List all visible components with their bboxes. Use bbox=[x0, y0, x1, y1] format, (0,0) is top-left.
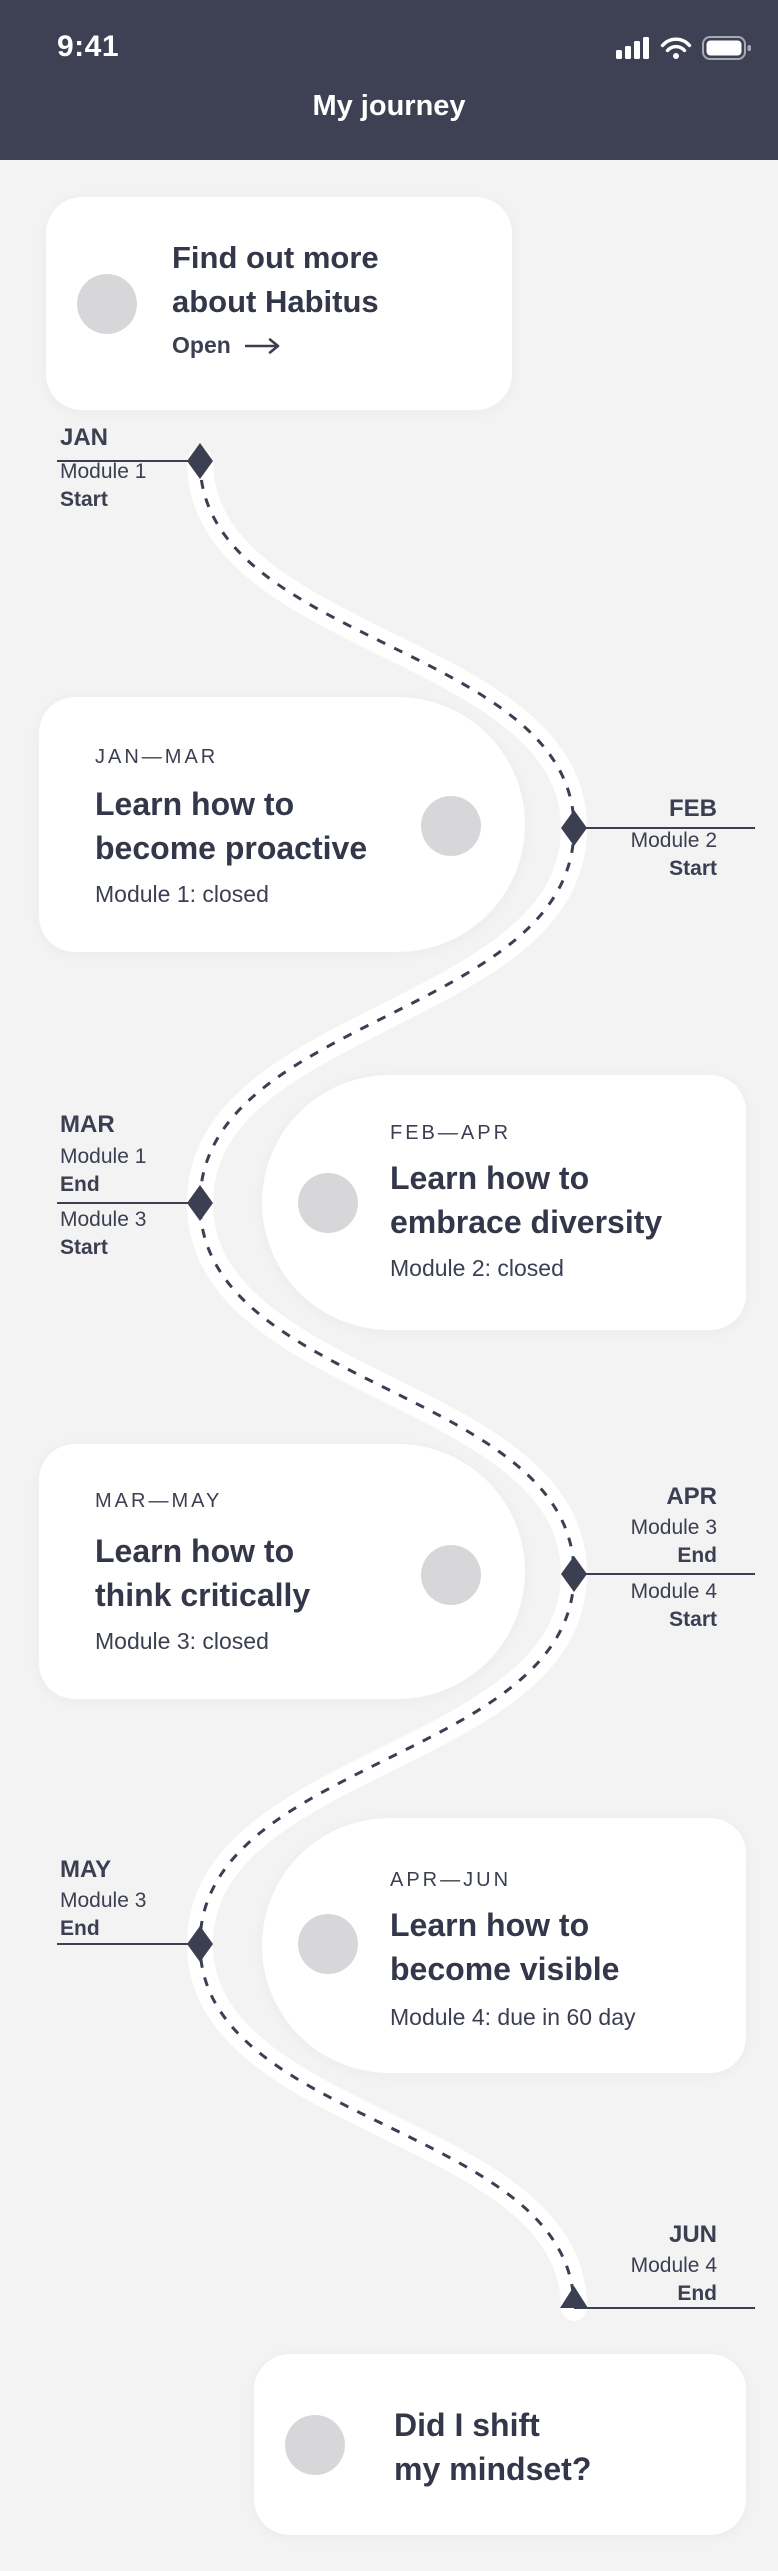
card-4-eyebrow: APR—JUN bbox=[390, 1869, 512, 1891]
card-1-thumbnail-circle bbox=[421, 796, 481, 856]
card-1-title: Learn how to become proactive bbox=[95, 782, 367, 870]
card-2-title-line2: embrace diversity bbox=[390, 1204, 663, 1240]
milestone-apr-status-start: Start bbox=[669, 1608, 717, 1631]
final-card-title: Did I shift my mindset? bbox=[394, 2403, 591, 2491]
milestone-mar-month: MAR bbox=[60, 1111, 115, 1138]
card-2-subtitle: Module 2: closed bbox=[390, 1255, 564, 1281]
card-4-title: Learn how to become visible bbox=[390, 1903, 619, 1991]
marker-jan-diamond-icon bbox=[187, 443, 213, 479]
marker-jun-triangle-icon bbox=[560, 2286, 588, 2308]
card-3-thumbnail-circle bbox=[421, 1545, 481, 1605]
final-title-line1: Did I shift bbox=[394, 2407, 540, 2443]
final-title-line2: my mindset? bbox=[394, 2451, 592, 2487]
intro-title-line1: Find out more bbox=[172, 240, 379, 275]
card-1-subtitle: Module 1: closed bbox=[95, 881, 269, 907]
card-3-subtitle: Module 3: closed bbox=[95, 1628, 269, 1654]
marker-mar-diamond-icon bbox=[187, 1185, 213, 1221]
milestone-mar-module-start: Module 3 bbox=[60, 1208, 147, 1231]
milestone-jan-month: JAN bbox=[60, 424, 109, 451]
header-bar: 9:41 bbox=[0, 0, 778, 160]
card-4-title-line1: Learn how to bbox=[390, 1907, 590, 1943]
module-card-1[interactable]: JAN—MAR Learn how to become proactive Mo… bbox=[39, 697, 525, 952]
status-time: 9:41 bbox=[57, 30, 120, 63]
card-1-title-line1: Learn how to bbox=[95, 786, 295, 822]
milestone-apr-module-start: Module 4 bbox=[630, 1580, 717, 1603]
milestone-mar-module-end: Module 1 bbox=[60, 1145, 147, 1168]
wifi-icon bbox=[660, 36, 692, 65]
final-card[interactable]: Did I shift my mindset? bbox=[254, 2354, 746, 2535]
milestone-may-month: MAY bbox=[60, 1856, 112, 1883]
intro-thumbnail-circle bbox=[77, 274, 137, 334]
intro-card-title: Find out more about Habitus bbox=[172, 236, 379, 324]
card-2-eyebrow: FEB—APR bbox=[390, 1122, 512, 1144]
milestone-feb-month: FEB bbox=[669, 795, 717, 822]
milestone-may-status: End bbox=[60, 1917, 100, 1940]
card-4-subtitle: Module 4: due in 60 day bbox=[390, 2004, 636, 2030]
module-card-2[interactable]: FEB—APR Learn how to embrace diversity M… bbox=[262, 1075, 746, 1330]
battery-icon bbox=[702, 36, 752, 65]
module-card-4[interactable]: APR—JUN Learn how to become visible Modu… bbox=[262, 1818, 746, 2073]
milestone-jun-status: End bbox=[677, 2282, 717, 2305]
module-card-3[interactable]: MAR—MAY Learn how to think critically Mo… bbox=[39, 1444, 525, 1699]
milestone-feb-module: Module 2 bbox=[630, 829, 717, 852]
marker-may-diamond-icon bbox=[187, 1926, 213, 1962]
milestone-mar-status-end: End bbox=[60, 1173, 100, 1196]
card-4-title-line2: become visible bbox=[390, 1951, 620, 1987]
milestone-jun-module: Module 4 bbox=[630, 2254, 717, 2277]
milestone-apr-module-end: Module 3 bbox=[630, 1516, 717, 1539]
intro-card[interactable]: Find out more about Habitus Open bbox=[46, 197, 512, 410]
card-3-title-line2: think critically bbox=[95, 1577, 311, 1613]
intro-title-line2: about Habitus bbox=[172, 284, 379, 319]
milestone-apr-status-end: End bbox=[677, 1544, 717, 1567]
milestone-jun-month: JUN bbox=[668, 2221, 717, 2248]
milestone-feb-status: Start bbox=[669, 857, 717, 880]
card-3-title-line1: Learn how to bbox=[95, 1533, 295, 1569]
open-button[interactable]: Open bbox=[172, 332, 281, 359]
marker-apr-diamond-icon bbox=[561, 1556, 587, 1592]
milestone-jan-module: Module 1 bbox=[60, 460, 147, 483]
arrow-right-icon bbox=[244, 337, 280, 354]
open-button-label: Open bbox=[172, 332, 231, 358]
card-1-title-line2: become proactive bbox=[95, 830, 368, 866]
page-title: My journey bbox=[312, 90, 466, 122]
card-2-thumbnail-circle bbox=[298, 1173, 358, 1233]
card-1-eyebrow: JAN—MAR bbox=[95, 746, 219, 768]
milestone-may-module: Module 3 bbox=[60, 1889, 147, 1912]
card-2-title-line1: Learn how to bbox=[390, 1160, 590, 1196]
card-3-eyebrow: MAR—MAY bbox=[95, 1490, 223, 1512]
final-thumbnail-circle bbox=[285, 2415, 345, 2475]
journey-dashed-line bbox=[198, 460, 576, 2309]
card-2-title: Learn how to embrace diversity bbox=[390, 1156, 662, 1244]
milestone-mar-status-start: Start bbox=[60, 1236, 108, 1259]
card-3-title: Learn how to think critically bbox=[95, 1529, 310, 1617]
signal-icon bbox=[616, 36, 650, 65]
card-4-thumbnail-circle bbox=[298, 1914, 358, 1974]
milestone-jan-status: Start bbox=[60, 488, 108, 511]
marker-feb-diamond-icon bbox=[561, 810, 587, 846]
milestone-apr-month: APR bbox=[666, 1483, 717, 1510]
status-icons bbox=[616, 36, 752, 65]
